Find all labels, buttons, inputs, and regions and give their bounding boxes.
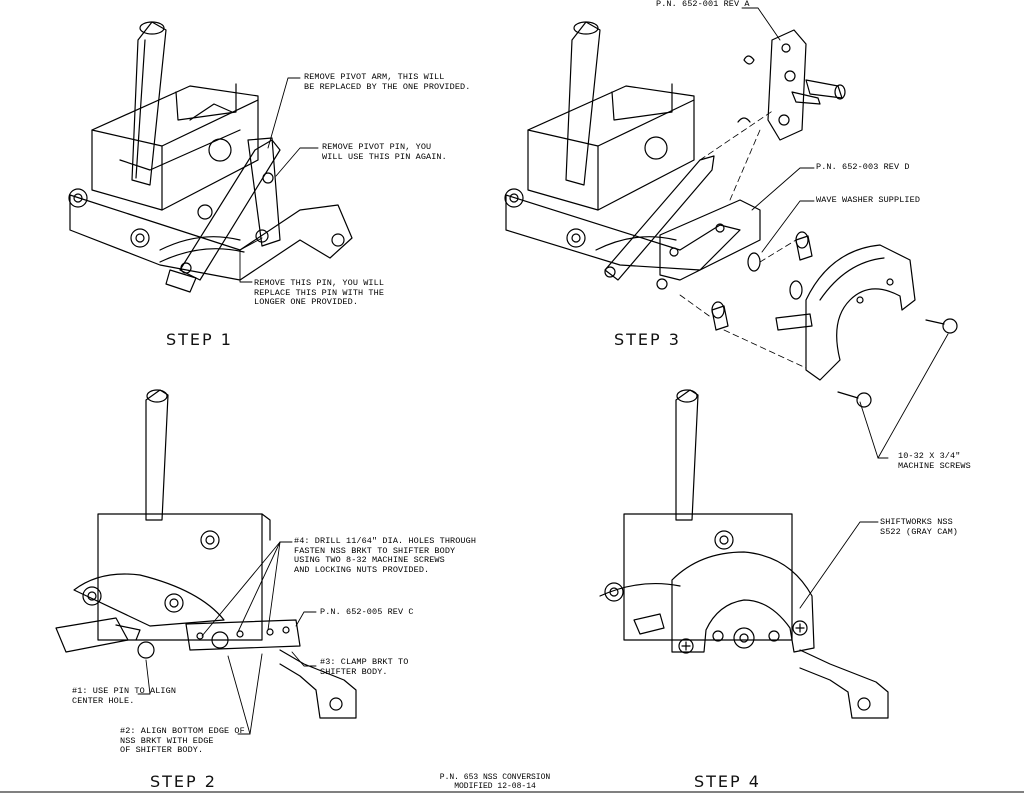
callout-line: LONGER ONE PROVIDED. <box>254 297 359 307</box>
step3-leaders <box>742 8 948 608</box>
step2-shifter-assembly <box>56 390 356 718</box>
title-block: P.N. 653 NSS CONVERSION MODIFIED 12-08-1… <box>430 773 560 791</box>
callout-pn-652-001: P.N. 652-001 REV A <box>656 0 750 9</box>
callout-clamp-bracket: #3: CLAMP BRKT TO SHIFTER BODY. <box>320 657 409 677</box>
callout-line: REMOVE PIVOT ARM, THIS WILL <box>304 72 445 82</box>
callout-line: #1: USE PIN TO ALIGN <box>72 686 177 696</box>
callout-line: BE REPLACED BY THE ONE PROVIDED. <box>304 81 471 92</box>
step4-shifter-assembly <box>600 390 888 718</box>
callout-line: REPLACE THIS PIN WITH THE <box>254 287 385 298</box>
callout-remove-pivot-arm: REMOVE PIVOT ARM, THIS WILL BE REPLACED … <box>304 72 471 92</box>
step-1-label: STEP 1 <box>166 330 233 349</box>
callout-line: NSS BRKT WITH EDGE <box>120 735 214 746</box>
callout-line: #2: ALIGN BOTTOM EDGE OF <box>120 726 245 736</box>
callout-line: #4: DRILL 11/64" DIA. HOLES THROUGH <box>294 536 477 546</box>
step1-shifter-assembly <box>69 22 352 292</box>
step-3-label: STEP 3 <box>614 330 681 349</box>
callout-drill-holes: #4: DRILL 11/64" DIA. HOLES THROUGH FAST… <box>294 536 477 575</box>
callout-edge-align: #2: ALIGN BOTTOM EDGE OF NSS BRKT WITH E… <box>120 726 245 756</box>
step1-leaders <box>240 78 318 282</box>
callout-line: SHIFTWORKS NSS <box>880 517 953 527</box>
callout-line: #3: CLAMP BRKT TO <box>320 657 409 667</box>
step-2-label: STEP 2 <box>150 772 217 791</box>
callout-line: CENTER HOLE. <box>72 695 135 706</box>
callout-line: MACHINE SCREWS <box>898 460 971 471</box>
callout-line: SHIFTER BODY. <box>320 666 388 677</box>
callout-line: 10-32 X 3/4" <box>898 451 961 461</box>
callout-line: AND LOCKING NUTS PROVIDED. <box>294 564 430 575</box>
title-modified-date: MODIFIED 12-08-14 <box>454 782 536 791</box>
callout-shiftworks-nss: SHIFTWORKS NSS S522 (GRAY CAM) <box>880 517 959 537</box>
callout-line: FASTEN NSS BRKT TO SHIFTER BODY <box>294 545 456 556</box>
step2-leaders <box>138 542 316 734</box>
callout-line: OF SHIFTER BODY. <box>120 745 204 755</box>
callout-pn-652-003: P.N. 652-003 REV D <box>816 162 910 172</box>
step-4-label: STEP 4 <box>694 772 761 791</box>
callout-line: USING TWO 8-32 MACHINE SCREWS <box>294 555 445 565</box>
callout-line: S522 (GRAY CAM) <box>880 526 959 537</box>
callout-pn-652-005: P.N. 652-005 REV C <box>320 607 414 617</box>
callout-line: REMOVE PIVOT PIN, YOU <box>322 142 432 152</box>
callout-replace-pin: REMOVE THIS PIN, YOU WILL REPLACE THIS P… <box>254 278 385 308</box>
callout-line: WILL USE THIS PIN AGAIN. <box>322 151 447 162</box>
callout-machine-screws: 10-32 X 3/4" MACHINE SCREWS <box>898 451 971 471</box>
callout-line: REMOVE THIS PIN, YOU WILL <box>254 278 385 288</box>
title-part-number: P.N. 653 NSS CONVERSION <box>439 773 551 782</box>
callout-remove-pivot-pin: REMOVE PIVOT PIN, YOU WILL USE THIS PIN … <box>322 142 447 162</box>
step3-shifter-assembly <box>505 22 957 407</box>
callout-pin-align: #1: USE PIN TO ALIGN CENTER HOLE. <box>72 686 177 706</box>
callout-wave-washer: WAVE WASHER SUPPLIED <box>816 195 921 205</box>
